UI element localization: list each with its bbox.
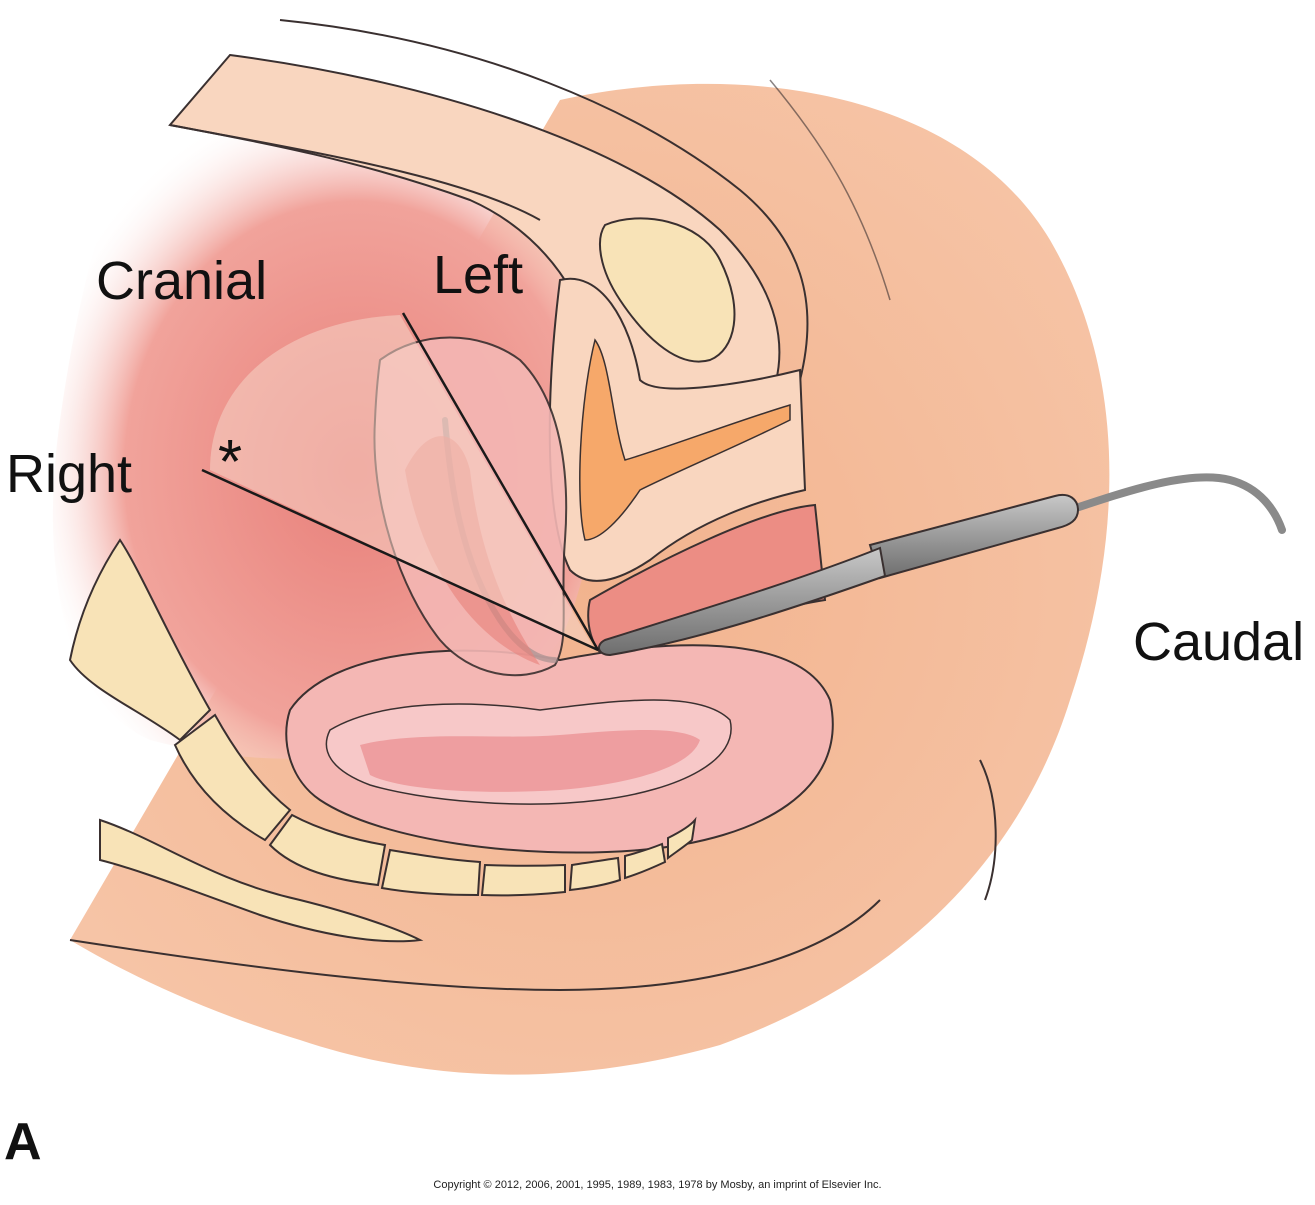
label-caudal: Caudal [1133,612,1305,672]
abdominal-wall-outer [279,19,809,381]
probe-cable [1066,473,1286,534]
label-right: Right [6,444,133,504]
probe-shaft [598,546,887,657]
panel-letter: A [4,1113,42,1171]
bladder-inner [579,338,791,541]
rectum-lumen [360,730,700,792]
label-left: Left [433,245,524,305]
abdominal-wall-inner [169,124,541,221]
label-cranial: Cranial [96,251,268,311]
buttock-contour [979,759,997,901]
scan-field-highlight [210,315,595,650]
probe-handle [868,494,1080,580]
sacrum-vertebrae [68,538,697,943]
back-contour [769,79,891,301]
scan-line-left [401,312,600,651]
pubic-fat [599,217,736,363]
copyright-notice: Copyright © 2012, 2006, 2001, 1995, 1989… [433,1179,882,1191]
lower-skin-contour [69,899,881,992]
scan-line-right [201,468,599,652]
asterisk-marker: * [218,428,243,497]
